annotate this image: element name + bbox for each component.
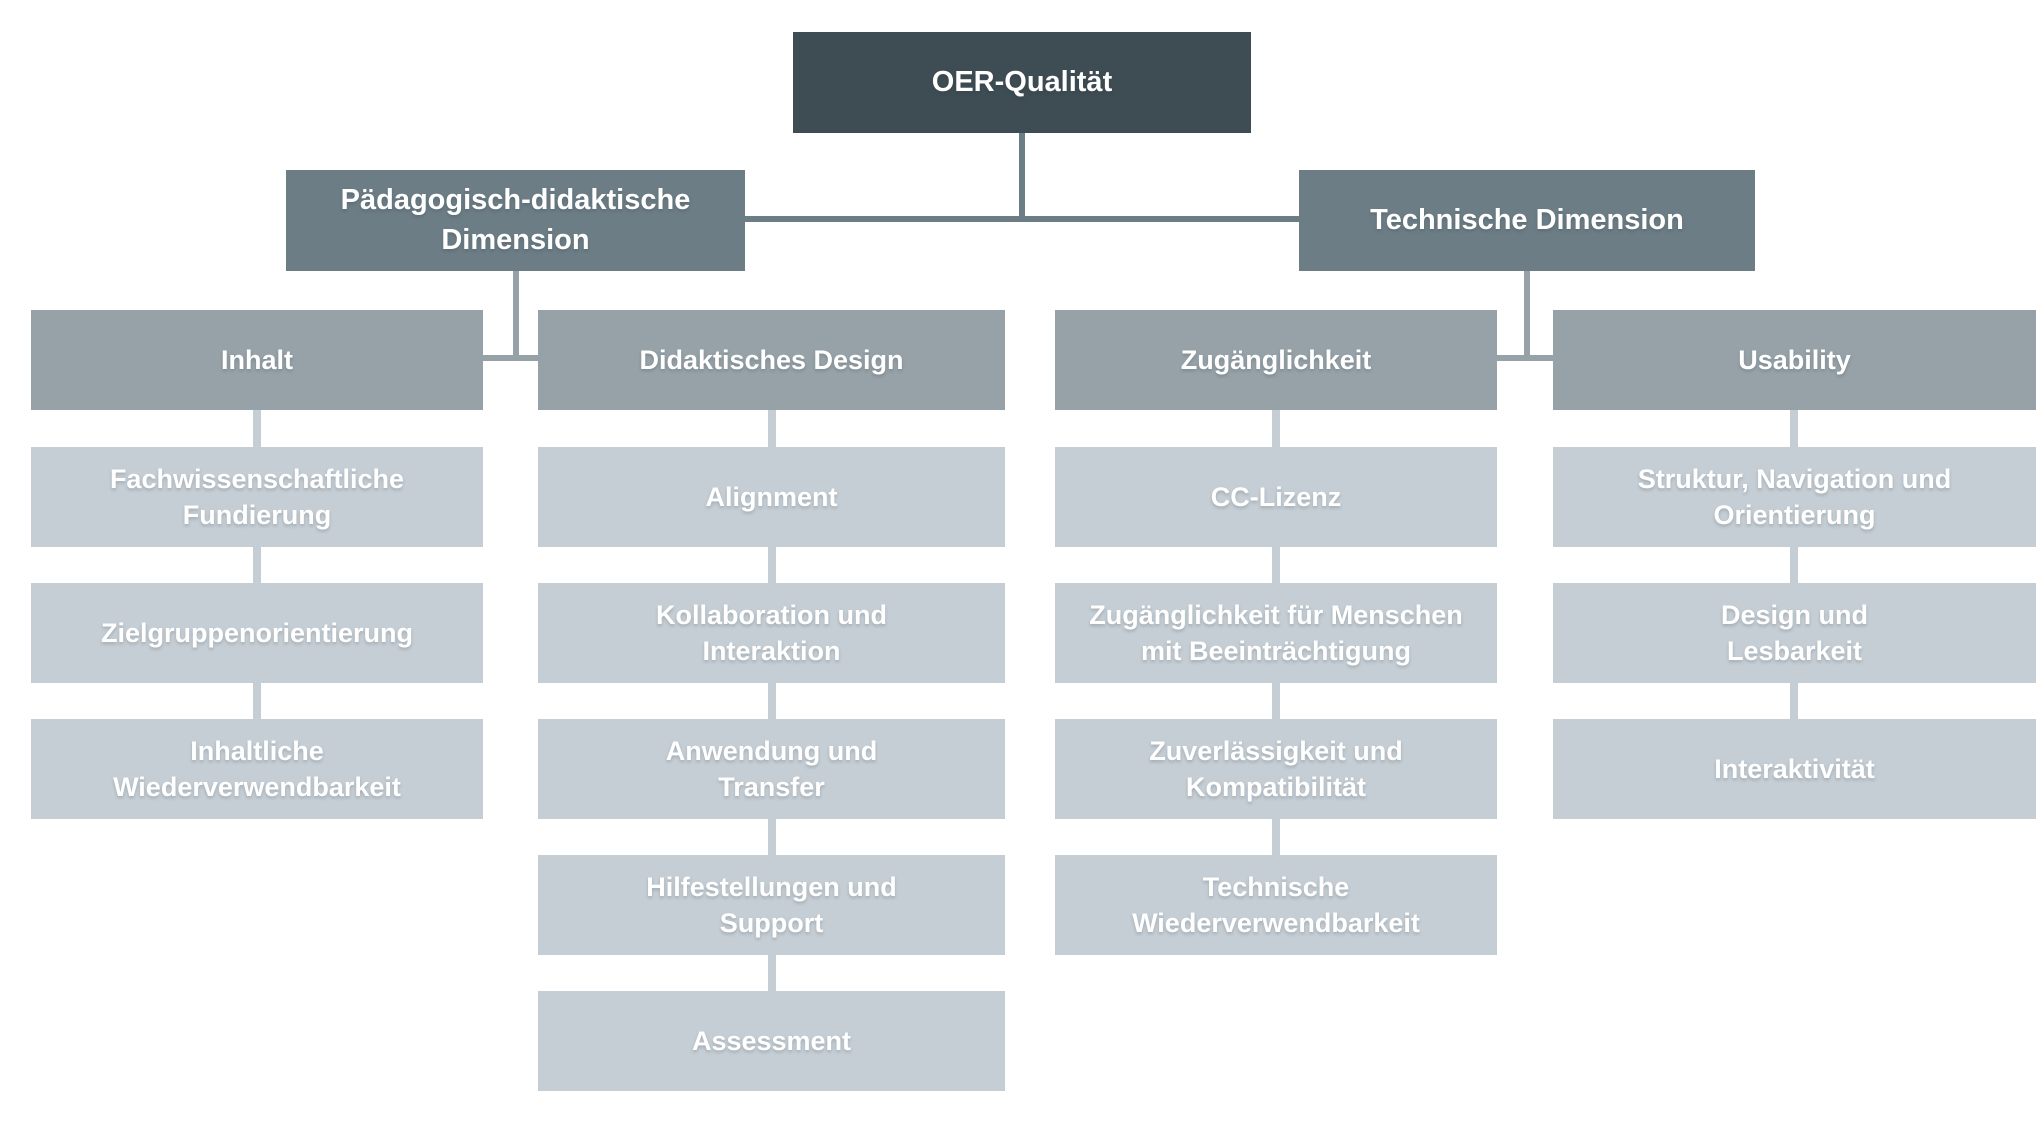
connector-paedagogisch-horizontal xyxy=(483,355,538,361)
connector-col4-stub-2 xyxy=(1790,547,1798,583)
node-zielgruppenorientierung: Zielgruppenorientierung xyxy=(31,583,483,683)
node-paedagogisch-didaktische-dimension: Pädagogisch-didaktische Dimension xyxy=(286,170,745,271)
connector-col4-stub-3 xyxy=(1790,683,1798,719)
connector-col2-stub-5 xyxy=(768,955,776,991)
node-oer-qualitaet-label: OER-Qualität xyxy=(931,65,1113,98)
node-hilfestellungen-und-support-label: Hilfestellungen und Support xyxy=(646,871,897,938)
node-technische-dimension-label: Technische Dimension xyxy=(1370,203,1684,236)
connector-col3-stub-1 xyxy=(1272,410,1280,447)
node-inhalt: Inhalt xyxy=(31,310,483,410)
connector-col1-stub-3 xyxy=(253,683,261,719)
connector-root-horizontal xyxy=(745,216,1299,222)
node-didaktisches-design: Didaktisches Design xyxy=(538,310,1005,410)
node-inhaltliche-wiederverwendbarkeit-label: Inhaltliche Wiederverwendbarkeit xyxy=(113,735,401,802)
node-alignment-label: Alignment xyxy=(705,481,838,512)
node-cc-lizenz: CC-Lizenz xyxy=(1055,447,1497,547)
node-assessment-label: Assessment xyxy=(691,1025,852,1056)
node-anwendung-und-transfer-label: Anwendung und Transfer xyxy=(665,735,878,802)
connector-col1-stub-2 xyxy=(253,547,261,583)
node-technische-wiederverwendbarkeit: Technische Wiederverwendbarkeit xyxy=(1055,855,1497,955)
node-struktur-navigation-orientierung: Struktur, Navigation und Orientierung xyxy=(1553,447,2036,547)
connector-col2-stub-4 xyxy=(768,819,776,855)
node-fachwissenschaftliche-fundierung: Fachwissenschaftliche Fundierung xyxy=(31,447,483,547)
node-design-und-lesbarkeit-label: Design und Lesbarkeit xyxy=(1721,599,1868,666)
connector-col1-stub-1 xyxy=(253,410,261,447)
connector-technische-stem xyxy=(1524,271,1530,361)
node-struktur-navigation-orientierung-label: Struktur, Navigation und Orientierung xyxy=(1637,463,1952,530)
node-zugaenglichkeit-fuer-menschen: Zugänglichkeit für Menschen mit Beeinträ… xyxy=(1055,583,1497,683)
node-cc-lizenz-label: CC-Lizenz xyxy=(1210,481,1342,512)
node-paedagogisch-didaktische-dimension-label: Pädagogisch-didaktische Dimension xyxy=(340,184,691,256)
node-zuverlaessigkeit-und-kompatibilitaet: Zuverlässigkeit und Kompatibilität xyxy=(1055,719,1497,819)
node-zielgruppenorientierung-label: Zielgruppenorientierung xyxy=(100,617,413,648)
node-inhaltliche-wiederverwendbarkeit: Inhaltliche Wiederverwendbarkeit xyxy=(31,719,483,819)
node-didaktisches-design-label: Didaktisches Design xyxy=(639,344,904,375)
node-kollaboration-und-interaktion-label: Kollaboration und Interaktion xyxy=(656,599,887,666)
node-oer-qualitaet: OER-Qualität xyxy=(793,32,1251,133)
node-assessment: Assessment xyxy=(538,991,1005,1091)
node-inhalt-label: Inhalt xyxy=(221,344,293,375)
connector-col3-stub-2 xyxy=(1272,547,1280,583)
node-usability: Usability xyxy=(1553,310,2036,410)
node-technische-dimension: Technische Dimension xyxy=(1299,170,1755,271)
connector-col3-stub-4 xyxy=(1272,819,1280,855)
connector-col3-stub-3 xyxy=(1272,683,1280,719)
connector-root-stem xyxy=(1019,133,1025,222)
node-interaktivitaet: Interaktivität xyxy=(1553,719,2036,819)
node-zugaenglichkeit-fuer-menschen-label: Zugänglichkeit für Menschen mit Beeinträ… xyxy=(1089,599,1463,666)
node-design-und-lesbarkeit: Design und Lesbarkeit xyxy=(1553,583,2036,683)
connector-col2-stub-3 xyxy=(768,683,776,719)
node-zugaenglichkeit: Zugänglichkeit xyxy=(1055,310,1497,410)
connector-col2-stub-1 xyxy=(768,410,776,447)
node-zugaenglichkeit-label: Zugänglichkeit xyxy=(1180,344,1372,375)
node-fachwissenschaftliche-fundierung-label: Fachwissenschaftliche Fundierung xyxy=(109,463,405,530)
connector-technische-horizontal xyxy=(1497,355,1553,361)
node-anwendung-und-transfer: Anwendung und Transfer xyxy=(538,719,1005,819)
node-kollaboration-und-interaktion: Kollaboration und Interaktion xyxy=(538,583,1005,683)
connector-col2-stub-2 xyxy=(768,547,776,583)
node-zuverlaessigkeit-und-kompatibilitaet-label: Zuverlässigkeit und Kompatibilität xyxy=(1149,735,1403,802)
node-technische-wiederverwendbarkeit-label: Technische Wiederverwendbarkeit xyxy=(1132,871,1420,938)
connector-col4-stub-1 xyxy=(1790,410,1798,447)
node-usability-label: Usability xyxy=(1738,344,1851,375)
node-hilfestellungen-und-support: Hilfestellungen und Support xyxy=(538,855,1005,955)
node-interaktivitaet-label: Interaktivität xyxy=(1714,753,1875,784)
connector-paedagogisch-stem xyxy=(513,271,519,361)
node-alignment: Alignment xyxy=(538,447,1005,547)
